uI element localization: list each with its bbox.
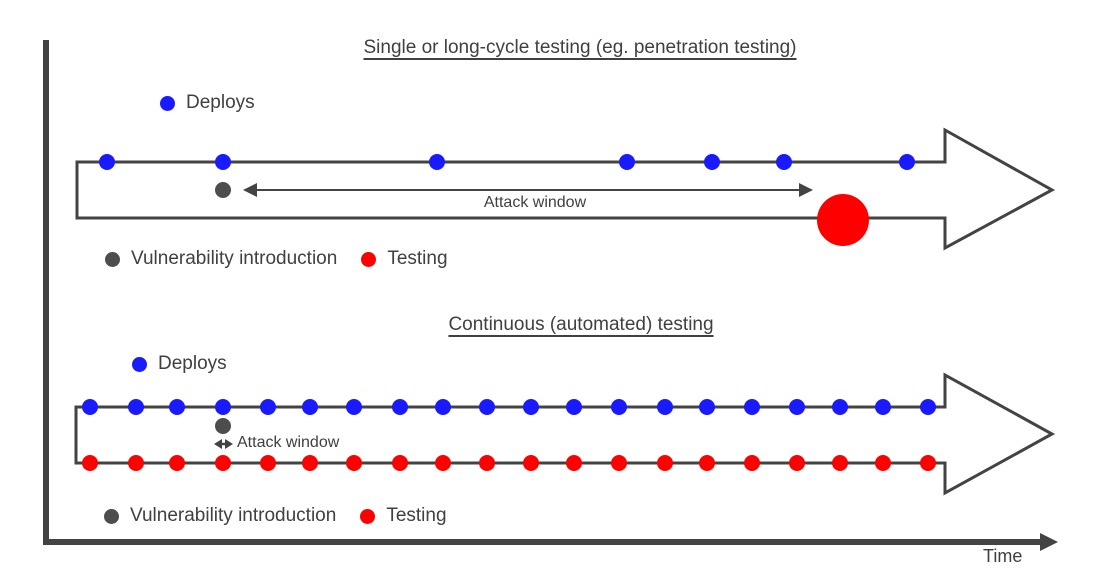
deploy-dot-icon	[776, 154, 792, 170]
testing-legend-label: Testing	[386, 505, 447, 526]
testing-dot-icon	[82, 455, 98, 471]
timeline-arrow-outline-bottom	[74, 372, 1056, 496]
deploy-dot-icon	[523, 399, 539, 415]
vulnerability-dot-icon	[215, 182, 231, 198]
testing-dot-icon	[215, 455, 231, 471]
deploy-dot-icon	[704, 154, 720, 170]
deploy-dot-icon	[260, 399, 276, 415]
deploy-dot-icon	[169, 399, 185, 415]
deploy-dot-icon	[619, 154, 635, 170]
testing-dot-icon	[699, 455, 715, 471]
bottom-deploys-legend: Deploys	[132, 353, 227, 375]
deploy-dot-icon	[128, 399, 144, 415]
top-panel-title: Single or long-cycle testing (eg. penetr…	[363, 37, 797, 58]
testing-dot-icon	[920, 455, 936, 471]
attack-window-arrow-bottom-left-arrowhead-icon	[214, 439, 222, 449]
deploys-legend-label: Deploys	[186, 92, 255, 113]
deploy-dot-icon	[899, 154, 915, 170]
deploy-dot-icon	[789, 399, 805, 415]
time-axis-arrowhead-icon	[1040, 533, 1058, 551]
testing-dot-icon	[435, 455, 451, 471]
deploy-dot-icon	[346, 399, 362, 415]
testing-dot-icon	[169, 455, 185, 471]
deploy-dot-icon	[99, 154, 115, 170]
bottom-attack-window-label: Attack window	[237, 434, 340, 451]
top-bottom-legend: Vulnerability introduction Testing	[105, 248, 448, 270]
testing-dot-icon	[260, 455, 276, 471]
deploy-dot-icon	[744, 399, 760, 415]
testing-legend-group: Testing	[360, 505, 447, 527]
testing-dot-icon	[346, 455, 362, 471]
deploy-dot-icon	[215, 154, 231, 170]
deploy-dot-icon	[657, 399, 673, 415]
deploy-dot-icon	[611, 399, 627, 415]
vulnerability-dot-icon	[215, 418, 231, 434]
testing-dot-large-icon	[817, 194, 869, 246]
testing-dot-icon	[875, 455, 891, 471]
top-attack-window-label: Attack window	[483, 194, 587, 211]
testing-dot-icon	[744, 455, 760, 471]
deploy-dot-icon	[302, 399, 318, 415]
attack-window-arrow-top-left-arrowhead-icon	[243, 183, 257, 197]
deploy-dot-icon	[699, 399, 715, 415]
testing-dot-icon	[566, 455, 582, 471]
vulnerability-dot-icon	[104, 508, 119, 524]
deploy-dot-icon	[920, 399, 936, 415]
testing-dot-icon	[361, 251, 377, 267]
testing-dot-icon	[611, 455, 627, 471]
testing-dot-icon	[302, 455, 318, 471]
testing-dot-icon	[128, 455, 144, 471]
attack-window-arrow-top-right-arrowhead-icon	[799, 183, 813, 197]
testing-legend-group: Testing	[361, 248, 448, 270]
deploy-dot-icon	[82, 399, 98, 415]
deploy-dot-icon	[132, 356, 147, 372]
top-deploys-legend: Deploys	[160, 92, 255, 114]
testing-dot-icon	[392, 455, 408, 471]
testing-legend-label: Testing	[387, 248, 448, 269]
y-axis-line	[43, 40, 49, 545]
bottom-panel-title: Continuous (automated) testing	[448, 314, 714, 335]
deploy-dot-icon	[566, 399, 582, 415]
testing-dot-icon	[479, 455, 495, 471]
vulnerability-dot-icon	[105, 251, 120, 267]
deploys-legend-label: Deploys	[158, 353, 227, 374]
vulnerability-legend-label: Vulnerability introduction	[130, 505, 337, 526]
time-axis-label: Time	[983, 546, 1023, 566]
deploy-dot-icon	[832, 399, 848, 415]
deploy-dot-icon	[160, 95, 175, 111]
time-axis-line	[43, 539, 1040, 545]
testing-dot-icon	[789, 455, 805, 471]
testing-dot-icon	[360, 508, 376, 524]
deploy-dot-icon	[392, 399, 408, 415]
attack-window-arrow-bottom-right-arrowhead-icon	[225, 439, 233, 449]
testing-dot-icon	[657, 455, 673, 471]
testing-dot-icon	[523, 455, 539, 471]
deploy-dot-icon	[215, 399, 231, 415]
testing-dot-icon	[832, 455, 848, 471]
deploy-dot-icon	[479, 399, 495, 415]
deploy-dot-icon	[875, 399, 891, 415]
bottom-bottom-legend: Vulnerability introduction Testing	[104, 505, 447, 527]
deploy-dot-icon	[429, 154, 445, 170]
deploy-dot-icon	[435, 399, 451, 415]
vulnerability-legend-label: Vulnerability introduction	[131, 248, 338, 269]
